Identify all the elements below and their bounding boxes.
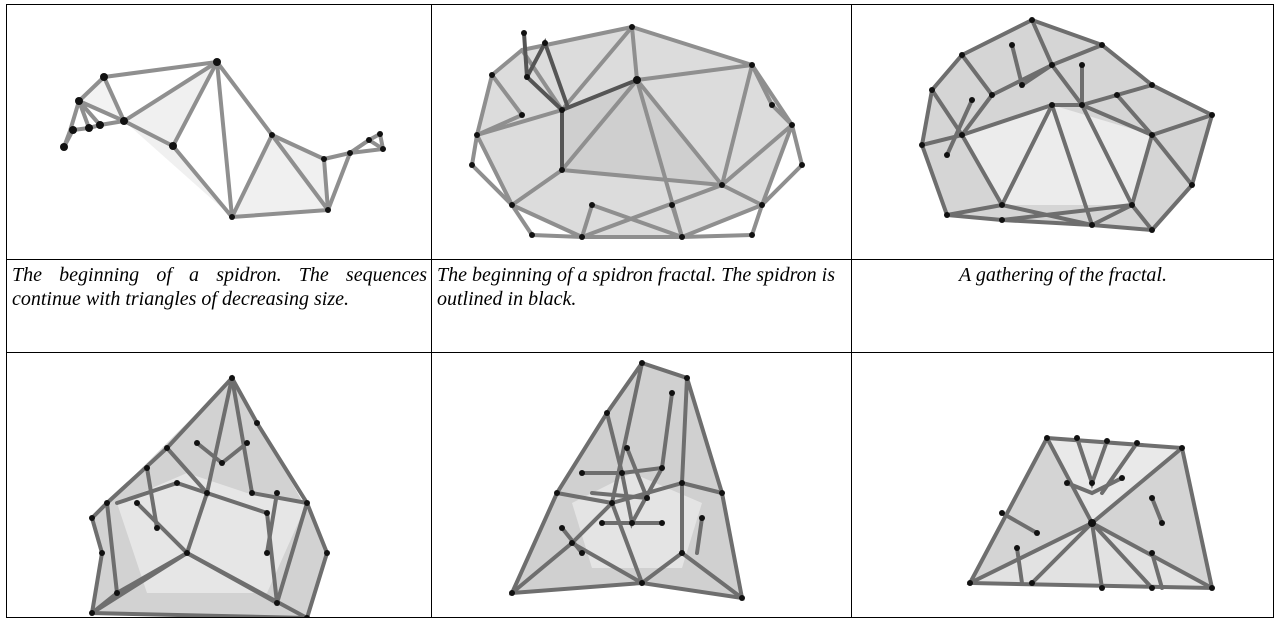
fractal-gathering-figure-2 — [89, 374, 330, 617]
image-row-bottom — [6, 352, 1274, 618]
caption-cell-3: A gathering of the fractal. — [851, 259, 1274, 353]
figure-cell-gathering-1 — [851, 4, 1274, 260]
spidron-figure — [60, 58, 386, 220]
caption-spidron-fractal: The beginning of a spidron fractal. The … — [437, 264, 835, 310]
caption-row: The beginning of a spidron. The sequence… — [6, 259, 1274, 353]
caption-cell-1: The beginning of a spidron. The sequence… — [6, 259, 432, 353]
fractal-gathering-figure — [919, 17, 1215, 233]
figure-cell-spidron — [6, 4, 432, 260]
fractal-gathering-figure-3 — [508, 360, 745, 601]
spidron-fractal-figure — [469, 24, 805, 240]
caption-spidron: The beginning of a spidron. The sequence… — [12, 264, 427, 310]
caption-gathering: A gathering of the fractal. — [959, 264, 1167, 286]
figure-table: The beginning of a spidron. The sequence… — [6, 4, 1274, 618]
caption-cell-2: The beginning of a spidron fractal. The … — [431, 259, 852, 353]
figure-cell-spidron-fractal — [431, 4, 852, 260]
figure-cell-gathering-3 — [431, 352, 852, 618]
fractal-gathering-figure-4 — [966, 435, 1215, 591]
image-row-top — [6, 4, 1274, 260]
figure-cell-gathering-4 — [851, 352, 1274, 618]
figure-cell-gathering-2 — [6, 352, 432, 618]
